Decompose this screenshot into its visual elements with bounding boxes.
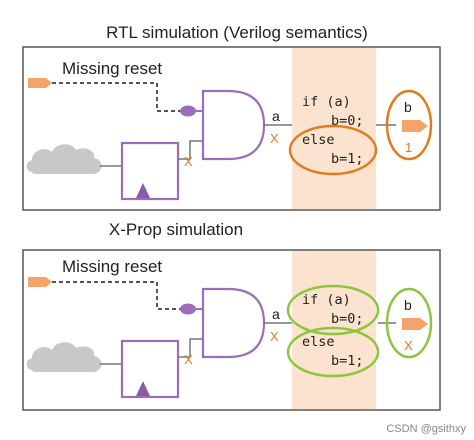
flip-flop-icon <box>120 339 180 399</box>
code-line-b0: b=0; <box>331 311 364 327</box>
flop-output-value: X <box>184 154 193 169</box>
result-label: b <box>404 297 412 313</box>
gate-signal-label: a <box>272 108 280 124</box>
flop-output-value: X <box>184 352 193 367</box>
panel-rtl: Missing reset a X X if (a) b=0; else b=1… <box>22 46 441 211</box>
clock-triangle-icon <box>136 183 150 198</box>
reset-dashed-wire <box>52 82 182 112</box>
result-highlight <box>385 287 433 359</box>
code-line-if: if (a) <box>302 94 351 110</box>
cloud-icon <box>26 342 102 372</box>
gate-output-value: X <box>270 329 279 344</box>
and-gate-icon <box>201 89 266 161</box>
else-branch-highlight <box>288 124 378 176</box>
code-line-b1: b=1; <box>331 353 364 369</box>
cloud-icon <box>26 144 102 174</box>
code-background <box>292 48 376 209</box>
flop-output-wire <box>178 140 203 160</box>
inverter-bubble-icon <box>180 303 196 315</box>
code-line-b1: b=1; <box>331 151 364 167</box>
watermark: CSDN @gsithxy <box>386 423 466 435</box>
if-branch-highlight <box>286 284 380 336</box>
result-label: b <box>404 99 412 115</box>
missing-reset-label: Missing reset <box>62 257 162 276</box>
title-xprop-simulation: X-Prop simulation <box>109 220 243 239</box>
gate-output-value: X <box>270 131 279 146</box>
else-branch-highlight <box>286 326 380 378</box>
and-gate-icon <box>201 287 266 359</box>
gate-signal-label: a <box>272 306 280 322</box>
result-highlight <box>385 89 433 161</box>
code-line-else: else <box>302 334 335 350</box>
flip-flop-icon <box>120 141 180 201</box>
reset-arrow-icon <box>28 277 52 287</box>
reset-arrow-icon <box>28 78 52 88</box>
flop-output-wire <box>178 338 203 358</box>
result-value: 1 <box>405 140 412 155</box>
code-background <box>292 251 376 409</box>
code-line-else: else <box>302 132 335 148</box>
reset-dashed-wire <box>52 281 182 310</box>
result-value: X <box>404 338 413 353</box>
result-arrow-icon <box>402 318 428 330</box>
result-arrow-icon <box>402 120 428 132</box>
inverter-bubble-icon <box>180 105 196 117</box>
panel-xprop: Missing reset a X X if (a) b=0; else b=1… <box>22 249 441 411</box>
code-line-if: if (a) <box>302 292 351 308</box>
missing-reset-label: Missing reset <box>62 59 162 78</box>
clock-triangle-icon <box>136 381 150 396</box>
title-rtl-simulation: RTL simulation (Verilog semantics) <box>106 23 368 42</box>
